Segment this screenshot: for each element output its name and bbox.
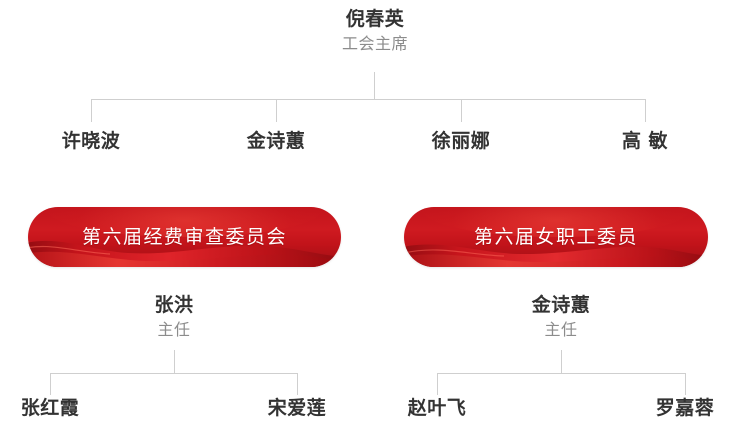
member-node-1: 许晓波: [26, 128, 156, 154]
connector-right-sub-drop-1: [437, 373, 438, 395]
committee-member-node-1-1: 张红霞: [0, 395, 109, 421]
committee-head-name-1: 张洪: [154, 294, 194, 316]
committee-banner-label-1: 第六届经费审查委员会: [81, 226, 287, 248]
connector-root-stem: [374, 72, 375, 100]
connector-left-sub-stem: [174, 350, 175, 374]
connector-right-sub-stem: [561, 350, 562, 374]
committee-banner-2[interactable]: 第六届女职工委员: [404, 207, 708, 267]
committee-head-node-1: 张洪 主任: [109, 292, 239, 342]
connector-top-bus: [91, 99, 646, 100]
committee-member-name-2-1: 赵叶飞: [407, 397, 467, 419]
connector-drop-2: [276, 99, 277, 122]
connector-right-sub-bus: [437, 373, 685, 374]
committee-head-name-2: 金诗蕙: [531, 294, 591, 316]
committee-member-node-2-1: 赵叶飞: [378, 395, 496, 421]
connector-left-sub-bus: [50, 373, 297, 374]
connector-right-sub-drop-2: [685, 373, 686, 395]
committee-banner-label-2: 第六届女职工委员: [473, 226, 638, 248]
committee-head-title-2: 主任: [544, 320, 578, 339]
committee-member-node-1-2: 宋爱莲: [238, 395, 356, 421]
committee-head-node-2: 金诗蕙 主任: [496, 292, 626, 342]
connector-drop-4: [645, 99, 646, 122]
committee-banner-1[interactable]: 第六届经费审查委员会: [28, 207, 341, 267]
committee-member-name-2-2: 罗嘉蓉: [655, 397, 715, 419]
committee-head-title-1: 主任: [157, 320, 191, 339]
root-title: 工会主席: [341, 34, 408, 53]
member-name-4: 高 敏: [621, 130, 669, 152]
member-name-1: 许晓波: [61, 130, 121, 152]
connector-left-sub-drop-1: [50, 373, 51, 395]
committee-member-node-2-2: 罗嘉蓉: [626, 395, 744, 421]
connector-left-sub-drop-2: [297, 373, 298, 395]
root-name: 倪春英: [345, 8, 405, 30]
root-node: 倪春英 工会主席: [295, 6, 455, 56]
committee-member-name-1-1: 张红霞: [20, 397, 80, 419]
connector-drop-1: [91, 99, 92, 122]
member-node-3: 徐丽娜: [396, 128, 526, 154]
committee-member-name-1-2: 宋爱莲: [267, 397, 327, 419]
member-node-4: 高 敏: [580, 128, 710, 154]
member-name-3: 徐丽娜: [431, 130, 491, 152]
member-name-2: 金诗蕙: [246, 130, 306, 152]
member-node-2: 金诗蕙: [211, 128, 341, 154]
connector-drop-3: [461, 99, 462, 122]
